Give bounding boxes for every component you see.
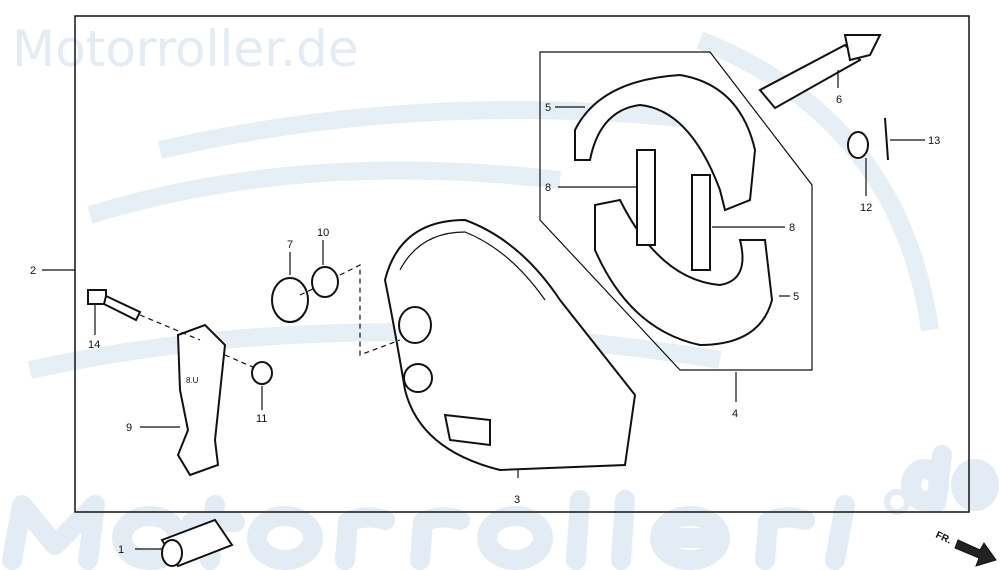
brake-shoes-part-5 — [574, 73, 774, 347]
callout-8b: 8 — [789, 222, 795, 234]
callout-9: 9 — [126, 422, 132, 434]
callout-2: 2 — [30, 265, 36, 277]
brake-arm-part-9: 8.U — [176, 323, 227, 477]
callout-10: 10 — [317, 227, 329, 239]
callout-labels: 1 2 3 4 5 5 6 7 8 8 9 10 11 12 13 14 — [30, 94, 940, 556]
watermark-suffix-graphic — [884, 445, 999, 515]
callout-11: 11 — [256, 413, 267, 425]
callout-7: 7 — [287, 239, 293, 251]
bolt-part-14 — [87, 289, 142, 322]
callout-5a: 5 — [545, 102, 551, 114]
callout-14: 14 — [88, 339, 100, 351]
assembly-frame — [74, 15, 970, 513]
watermark-bottom-graphic — [2, 490, 855, 570]
assembly-lines — [139, 264, 401, 369]
callout-6: 6 — [836, 94, 842, 106]
part-stamp: 8.U — [186, 376, 199, 385]
brake-panel-part-3 — [383, 218, 637, 472]
front-direction-marker: FR. — [934, 530, 997, 567]
callout-8a: 8 — [545, 182, 551, 194]
indicator-plate-part-7 — [271, 277, 309, 323]
callout-4: 4 — [732, 408, 738, 420]
seal-part-10 — [311, 266, 339, 298]
callout-5b: 5 — [793, 291, 799, 303]
callout-12: 12 — [860, 202, 872, 214]
callout-13: 13 — [928, 135, 940, 147]
pin-part-13 — [884, 117, 889, 161]
washer-part-12 — [847, 131, 869, 159]
watermark-top: Motorroller.de — [12, 20, 359, 78]
arrow-right-icon — [954, 539, 997, 567]
brake-cam-part-6 — [758, 34, 882, 110]
callout-3: 3 — [514, 494, 520, 506]
front-label: FR. — [934, 530, 953, 547]
collar-part-1 — [160, 518, 234, 568]
shoe-group-bracket — [539, 51, 813, 371]
callout-1: 1 — [118, 544, 124, 556]
leader-lines — [42, 70, 925, 550]
nut-part-11 — [251, 361, 273, 385]
